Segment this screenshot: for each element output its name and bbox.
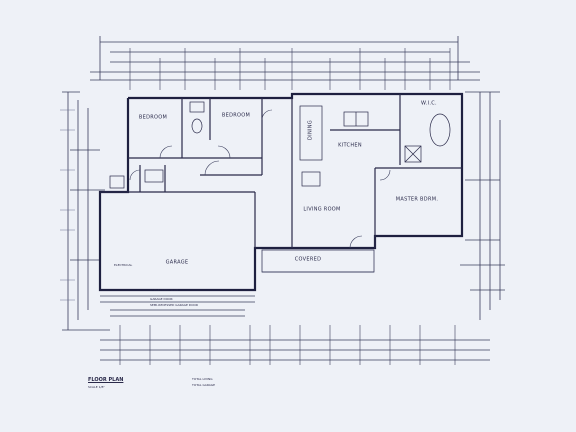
garage-note-2: GARAGE DOOR <box>150 297 173 301</box>
room-label-living-room: LIVING ROOM <box>303 206 341 213</box>
drawing-scale: SCALE 1/8" <box>88 385 105 389</box>
fixtures <box>109 101 451 189</box>
bottom-dimension-lines <box>100 325 490 365</box>
room-label-covered-porch: COVERED <box>294 256 322 263</box>
door-swings <box>129 109 391 249</box>
top-dimension-lines <box>90 36 480 90</box>
porch-outline <box>261 249 375 273</box>
room-label-garage: GARAGE <box>165 259 189 266</box>
room-label-wic: W.I.C. <box>421 100 437 107</box>
area-note-1: TOTAL LIVING <box>192 377 213 381</box>
garage-door-lines <box>100 295 255 317</box>
room-label-bedroom-right: BEDROOM <box>221 112 251 119</box>
area-note-2: TOTAL GARAGE <box>192 383 216 387</box>
interior-walls <box>100 94 462 248</box>
left-dimension-lines <box>62 91 110 331</box>
garage-note-3: SEMI-RECESSED GARAGE DOOR <box>150 303 198 307</box>
room-label-kitchen: KITCHEN <box>338 142 362 149</box>
room-label-dining: DINING <box>307 120 314 140</box>
side-hatch <box>60 109 75 301</box>
right-dimension-lines <box>460 91 505 320</box>
room-label-bedroom-left: BEDROOM <box>138 114 168 121</box>
garage-note-1: 1" ELEVATED SLAB <box>150 288 179 292</box>
electrical-note: ELECTRICAL <box>114 263 133 267</box>
drawing-title: FLOOR PLAN <box>88 377 124 383</box>
room-label-master-bedroom: MASTER BDRM. <box>395 196 439 203</box>
